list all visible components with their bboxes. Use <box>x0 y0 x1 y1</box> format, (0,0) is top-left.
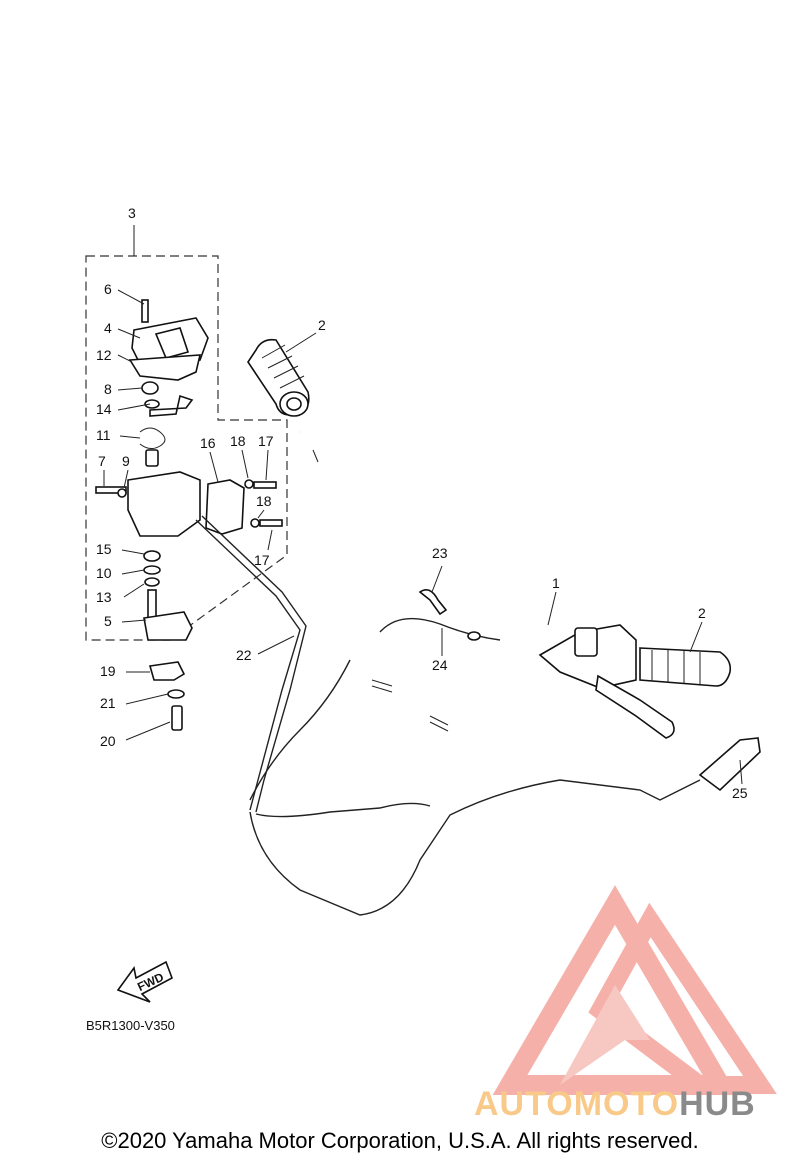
callout-5: 5 <box>104 613 112 629</box>
callout-13: 13 <box>96 589 112 605</box>
forward-arrow-icon: FWD <box>116 960 173 1003</box>
callout-19: 19 <box>100 663 116 679</box>
callout-2-right: 2 <box>698 605 706 621</box>
callout-20: 20 <box>100 733 116 749</box>
callout-25: 25 <box>732 785 748 801</box>
grip-left <box>247 338 310 417</box>
switch-assembly <box>95 299 283 731</box>
callout-11: 11 <box>96 427 111 443</box>
callout-18-top: 18 <box>230 433 246 449</box>
callout-23: 23 <box>432 545 448 561</box>
callout-8: 8 <box>104 381 112 397</box>
callout-22: 22 <box>236 647 252 663</box>
watermark-text: AUTOMOTOHUB <box>474 1085 756 1123</box>
callout-15: 15 <box>96 541 112 557</box>
watermark-logo <box>492 885 777 1095</box>
cables <box>195 515 761 916</box>
callout-3: 3 <box>128 205 136 221</box>
forward-label: FWD <box>135 970 166 994</box>
callout-2-left: 2 <box>318 317 326 333</box>
callout-12: 12 <box>96 347 112 363</box>
handlebar <box>296 420 592 738</box>
callout-17-bottom: 17 <box>254 552 270 568</box>
brake-lever-assembly <box>538 624 675 739</box>
callout-10: 10 <box>96 565 112 581</box>
callouts: 3 2 6 4 12 8 14 11 7 9 16 18 17 18 17 15… <box>96 205 748 801</box>
callout-1: 1 <box>552 575 560 591</box>
callout-16: 16 <box>200 435 216 451</box>
callout-7: 7 <box>98 453 106 469</box>
callout-14: 14 <box>96 401 112 417</box>
callout-6: 6 <box>104 281 112 297</box>
callout-24: 24 <box>432 657 448 673</box>
callout-4: 4 <box>104 320 112 336</box>
callout-9: 9 <box>122 453 130 469</box>
callout-21: 21 <box>100 695 116 711</box>
leader-lines <box>103 289 743 785</box>
callout-18-bottom: 18 <box>256 493 272 509</box>
callout-17-top: 17 <box>258 433 274 449</box>
assembly-boundary <box>85 255 288 641</box>
copyright-notice: ©2020 Yamaha Motor Corporation, U.S.A. A… <box>101 1128 699 1153</box>
grip-right <box>639 647 732 687</box>
diagram-code: B5R1300-V350 <box>86 1018 175 1033</box>
